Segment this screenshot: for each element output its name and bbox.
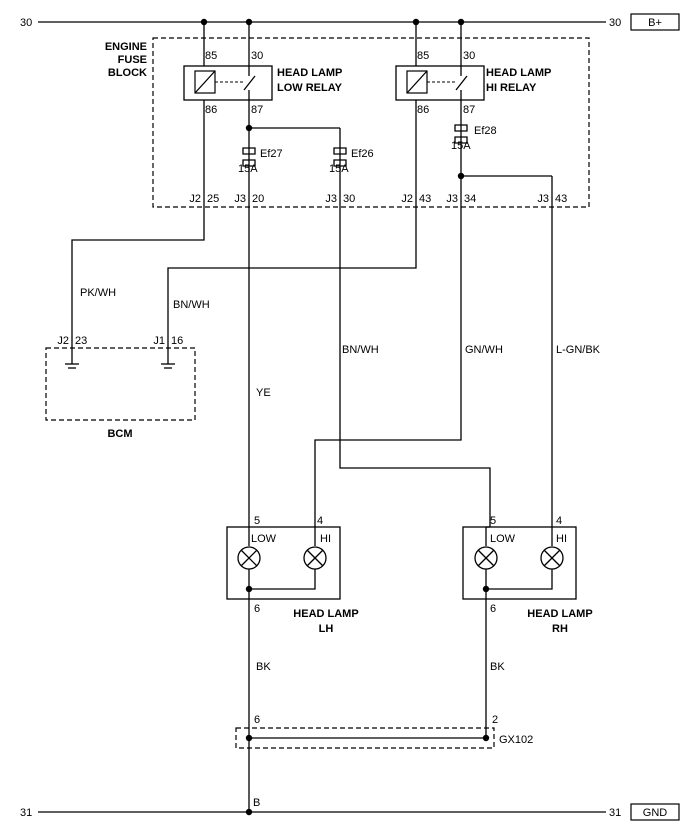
low-relay-pin-87: 87 [251,104,263,116]
lamp-rh-hi-bulb-icon [540,546,564,570]
lamp-lh-pin-gnd: 6 [254,603,260,615]
connector-j3-34-pin: 34 [464,193,476,205]
hi-relay-pin-87: 87 [463,104,475,116]
bcm-pin-b-num: 16 [171,335,183,347]
low-relay-pin-30: 30 [251,50,263,62]
connector-j2-43-conn: J2 [401,193,413,205]
lamp-rh-name-1: HEAD LAMP [527,608,592,620]
fuse-ef27: Ef27 15A [238,147,283,175]
low-relay-switch [243,75,256,91]
lamp-rh-pin-hi: 4 [556,515,562,527]
wire-label-gn-wh: GN/WH [465,344,503,356]
wire-color-labels: PK/WH BN/WH BN/WH GN/WH L-GN/BK YE [80,287,601,399]
lamp-lh-hi-bulb-icon [303,546,327,570]
wire-label-bn-wh-bcm: BN/WH [173,299,210,311]
b-plus-rail: 30 30 B+ [20,13,680,66]
head-lamp-lh: 5 4 LOW HI 6 HEAD LAMP LH [226,515,359,635]
bcm-pin-a-num: 23 [75,335,87,347]
ground-splice-gx102: 6 2 GX102 [235,714,533,749]
head-lamp-rh: 5 4 LOW HI 6 HEAD LAMP RH [462,515,593,635]
rail-top-right-label: 30 [609,17,621,29]
lamp-rh-pin-gnd: 6 [490,603,496,615]
wire-label-bk-right: BK [490,661,505,673]
low-relay-pin-85: 85 [205,50,217,62]
bcm-pin-a-conn: J2 [57,335,69,347]
fuse-block-connectors: J2 25 J3 20 J3 30 J2 43 J3 34 J3 43 [189,193,567,205]
hi-relay-switch [455,75,468,91]
ef27-name: Ef27 [260,148,283,160]
hi-relay-name-1: HEAD LAMP [486,67,551,79]
fuse-ef28: Ef28 15A [451,124,497,152]
lamp-lh-low-label: LOW [251,533,277,545]
connector-j3-30-conn: J3 [325,193,337,205]
lamp-lh-low-bulb-icon [237,546,261,570]
connector-j2-25-pin: 25 [207,193,219,205]
gnd-label: GND [643,807,668,819]
fuse-block-label-3: BLOCK [108,67,147,79]
gnd-box [630,803,680,821]
rail-bottom-left-label: 31 [20,807,32,819]
bcm-module: J2 23 J1 16 BCM [45,335,196,440]
connector-j3-34-conn: J3 [446,193,458,205]
bcm-ground-symbol-1 [65,348,79,369]
lamp-lh-hi-label: HI [320,533,331,545]
bcm-pin-b-conn: J1 [153,335,165,347]
external-wiring [71,207,553,527]
lamp-rh-name-2: RH [552,623,568,635]
wire-label-bn-wh: BN/WH [342,344,379,356]
gnd-rail: 31 B 31 GND [20,797,680,821]
connector-j3-43-conn: J3 [537,193,549,205]
connector-j2-25-conn: J2 [189,193,201,205]
b-plus-box [630,13,680,31]
hi-relay-name-2: HI RELAY [486,82,537,94]
lamp-rh-pin-low: 5 [490,515,496,527]
splice-pin-left: 6 [254,714,260,726]
wire-label-l-gn-bk: L-GN/BK [556,344,601,356]
fuse-block-internal-wiring [203,100,553,207]
bcm-ground-symbol-2 [161,348,175,369]
connector-j3-20-conn: J3 [234,193,246,205]
splice-label: GX102 [499,734,533,746]
connector-j2-43-pin: 43 [419,193,431,205]
wire-label-ye: YE [256,387,271,399]
low-relay-name-1: HEAD LAMP [277,67,342,79]
ef28-name: Ef28 [474,125,497,137]
hi-relay-pin-85: 85 [417,50,429,62]
lamp-rh-low-label: LOW [490,533,516,545]
ef27-rating: 15A [238,163,258,175]
hi-relay-pin-86: 86 [417,104,429,116]
lamp-lh-pin-hi: 4 [317,515,323,527]
lamp-lh-name-1: HEAD LAMP [293,608,358,620]
wire-label-pk-wh: PK/WH [80,287,116,299]
connector-j3-20-pin: 20 [252,193,264,205]
ground-wiring: BK BK [248,599,505,812]
connector-j3-30-pin: 30 [343,193,355,205]
lamp-rh-low-bulb-icon [474,546,498,570]
lamp-rh-hi-label: HI [556,533,567,545]
head-lamp-hi-relay: 85 30 86 87 HEAD LAMP HI RELAY [395,50,551,116]
fuse-block-label-1: ENGINE [105,41,147,53]
rail-bottom-right-label: 31 [609,807,621,819]
ef26-name: Ef26 [351,148,374,160]
b-plus-label: B+ [648,17,662,29]
ef26-rating: 15A [329,163,349,175]
hi-relay-pin-30: 30 [463,50,475,62]
ground-pin-label: B [253,797,260,809]
bcm-label: BCM [107,428,132,440]
head-lamp-low-relay: 85 30 86 87 HEAD LAMP LOW RELAY [183,50,343,116]
ef28-rating: 15A [451,140,471,152]
engine-fuse-block: ENGINE FUSE BLOCK [105,37,590,208]
lamp-lh-name-2: LH [319,623,334,635]
splice-pin-right: 2 [492,714,498,726]
wire-label-bk-left: BK [256,661,271,673]
lamp-lh-pin-low: 5 [254,515,260,527]
low-relay-pin-86: 86 [205,104,217,116]
fuse-block-label-2: FUSE [118,54,147,66]
low-relay-name-2: LOW RELAY [277,82,343,94]
fuse-ef26: Ef26 15A [329,147,374,175]
rail-top-left-label: 30 [20,17,32,29]
connector-j3-43-pin: 43 [555,193,567,205]
